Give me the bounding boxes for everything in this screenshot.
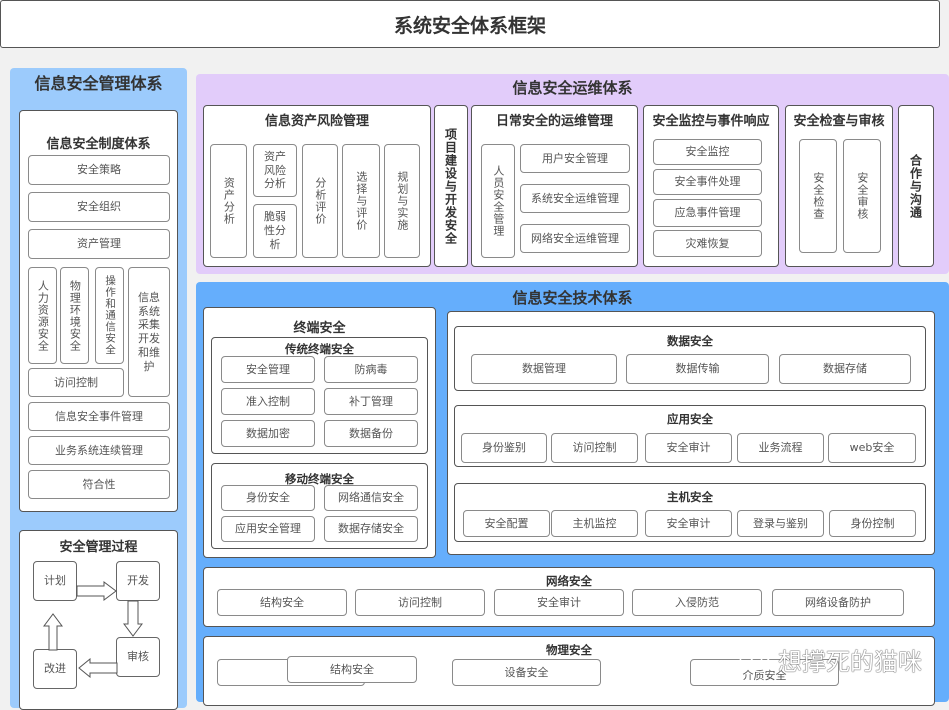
data-security-item: 数据存储	[779, 354, 911, 384]
terminal-item: 安全管理	[221, 356, 315, 383]
network-security-item: 入侵防范	[632, 589, 762, 616]
asset-risk-item: 分析评价	[302, 144, 338, 258]
policy-item: 安全策略	[28, 155, 170, 185]
policy-system-title: 信息安全制度体系	[46, 137, 151, 152]
asset-risk-item: 选择与评价	[342, 144, 380, 258]
terminal-item: 数据加密	[221, 420, 315, 447]
asset-risk-item: 规划与实施	[384, 144, 420, 258]
host-security-item: 安全配置	[463, 510, 550, 537]
policy-item: 符合性	[28, 470, 170, 499]
terminal-item: 数据备份	[324, 420, 418, 447]
host-security-item: 安全审计	[645, 510, 732, 537]
watermark: 想撑死的猫咪	[738, 642, 922, 677]
arrow-up-icon	[43, 613, 63, 651]
policy-item: 安全组织	[28, 192, 170, 222]
network-security-title: 网络安全	[546, 574, 592, 588]
mobile-item: 网络通信安全	[324, 485, 418, 511]
arrow-right-icon	[76, 581, 117, 601]
policy-vertical-item: 人力资源安全	[28, 267, 57, 364]
cooperation-box: 合作与沟通	[898, 105, 934, 267]
policy-item: 信息安全事件管理	[28, 402, 170, 431]
network-security-item: 访问控制	[355, 589, 485, 616]
operations-title: 信息安全运维体系	[512, 79, 633, 97]
technology-title: 信息安全技术体系	[512, 289, 633, 307]
process-step-review: 审核	[116, 637, 160, 677]
policy-vertical-item: 操作和通信安全	[95, 267, 124, 364]
host-security-item: 身份控制	[829, 510, 916, 537]
watermark-text: 想撑死的猫咪	[778, 648, 922, 676]
asset-risk-item: 脆弱性分析	[253, 204, 297, 258]
terminal-title: 终端安全	[293, 321, 346, 336]
app-security-item: 身份鉴别	[461, 433, 547, 463]
daily-ops-item: 网络安全运维管理	[520, 224, 630, 253]
app-security-title: 应用安全	[667, 412, 713, 426]
monitoring-item: 安全事件处理	[653, 169, 762, 195]
physical-security-title: 物理安全	[546, 643, 592, 657]
data-security-item: 数据传输	[626, 354, 769, 384]
process-step-improve: 改进	[33, 649, 77, 689]
monitoring-item: 应急事件管理	[653, 199, 762, 227]
host-security-title: 主机安全	[667, 490, 713, 504]
audit-item: 安全审核	[843, 139, 881, 253]
policy-dev-item: 信息系统采集开发和维护	[128, 267, 170, 397]
mobile-item: 身份安全	[221, 485, 315, 511]
physical-security-item: 介质安全	[690, 659, 839, 686]
arrow-left-icon	[78, 658, 118, 678]
physical-security-item: 结构安全	[287, 656, 417, 683]
wechat-icon	[739, 646, 771, 673]
policy-item: 业务系统连续管理	[28, 436, 170, 465]
process-step-plan: 计划	[33, 561, 77, 601]
audit-item: 安全检查	[799, 139, 837, 253]
page-title: 系统安全体系框架	[0, 0, 940, 48]
app-security-item: 访问控制	[551, 433, 638, 463]
monitoring-title: 安全监控与事件响应	[652, 114, 770, 129]
mobile-item: 数据存储安全	[324, 516, 418, 542]
network-security-item: 结构安全	[217, 589, 347, 616]
data-security-title: 数据安全	[667, 334, 713, 348]
asset-risk-item: 资产风险分析	[253, 144, 297, 197]
terminal-item: 准入控制	[221, 388, 315, 415]
daily-ops-title: 日常安全的运维管理	[495, 114, 613, 129]
host-security-item: 主机监控	[551, 510, 638, 537]
policy-item: 资产管理	[28, 229, 170, 259]
daily-ops-personnel: 人员安全管理	[481, 144, 515, 258]
app-security-item: 安全审计	[645, 433, 732, 463]
terminal-item: 防病毒	[324, 356, 418, 383]
terminal-item: 补丁管理	[324, 388, 418, 415]
network-security-item: 网络设备防护	[772, 589, 904, 616]
process-step-develop: 开发	[116, 561, 160, 601]
daily-ops-item: 用户安全管理	[520, 144, 630, 173]
data-security-item: 数据管理	[471, 354, 617, 384]
project-security-box: 项目建设与开发安全	[434, 105, 468, 267]
monitoring-item: 灾难恢复	[653, 230, 762, 257]
mobile-item: 应用安全管理	[221, 516, 315, 542]
app-security-item: 业务流程	[737, 433, 824, 463]
management-title: 信息安全管理体系	[34, 74, 163, 93]
arrow-down-icon	[123, 600, 143, 637]
asset-risk-title: 信息资产风险管理	[264, 114, 369, 129]
mobile-terminal-title: 移动终端安全	[285, 472, 354, 486]
app-security-item: web安全	[828, 433, 916, 463]
physical-security-item: 设备安全	[452, 659, 601, 686]
process-title: 安全管理过程	[59, 540, 138, 555]
policy-access-control: 访问控制	[28, 368, 124, 397]
policy-vertical-item: 物理环境安全	[60, 267, 89, 364]
daily-ops-item: 系统安全运维管理	[520, 184, 630, 213]
host-security-item: 登录与鉴别	[737, 510, 824, 537]
network-security-item: 安全审计	[494, 589, 624, 616]
traditional-terminal-title: 传统终端安全	[285, 342, 354, 356]
audit-title: 安全检查与审核	[793, 114, 885, 129]
monitoring-item: 安全监控	[653, 139, 762, 165]
asset-risk-item: 资产分析	[210, 144, 247, 258]
